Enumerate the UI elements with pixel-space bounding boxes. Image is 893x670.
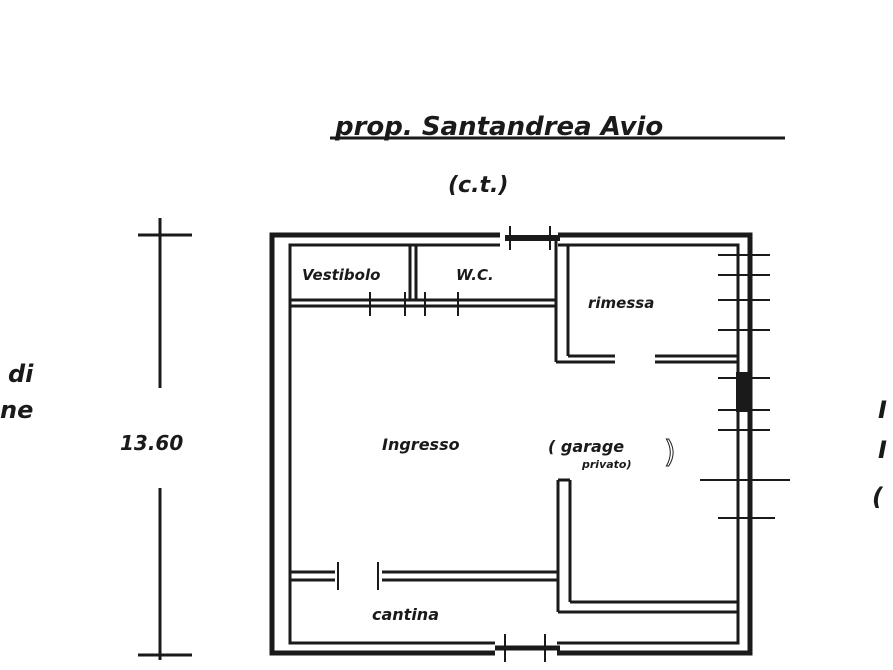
dimension-line <box>138 218 192 660</box>
upper-partitions <box>290 245 556 316</box>
room-label-vestibolo: Vestibolo <box>302 266 380 284</box>
right-wall-openings <box>700 254 790 519</box>
rimessa-walls <box>554 245 738 364</box>
owner-sub-label: (c.t.) <box>448 173 508 198</box>
room-label-garage: ( garage <box>548 437 624 456</box>
left-fragment-1: di <box>8 360 34 388</box>
garage-walls <box>556 478 738 614</box>
top-door <box>500 226 560 268</box>
garage-close-paren: ) <box>664 435 676 470</box>
dimension-label: 13.60 <box>120 431 183 455</box>
bottom-door <box>495 634 560 662</box>
cantina-walls <box>290 562 558 590</box>
outer-walls <box>269 232 753 656</box>
right-fragment-2: I <box>878 436 887 464</box>
room-label-cantina: cantina <box>372 605 439 624</box>
room-label-garage-sub: privato) <box>581 458 632 471</box>
left-fragment-2: ne <box>0 396 33 424</box>
room-label-rimessa: rimessa <box>588 294 654 312</box>
right-fragment-1: I <box>878 396 887 424</box>
room-label-ingresso: Ingresso <box>382 435 460 454</box>
right-fragment-3: ( <box>872 483 884 511</box>
room-label-wc: W.C. <box>456 266 494 284</box>
